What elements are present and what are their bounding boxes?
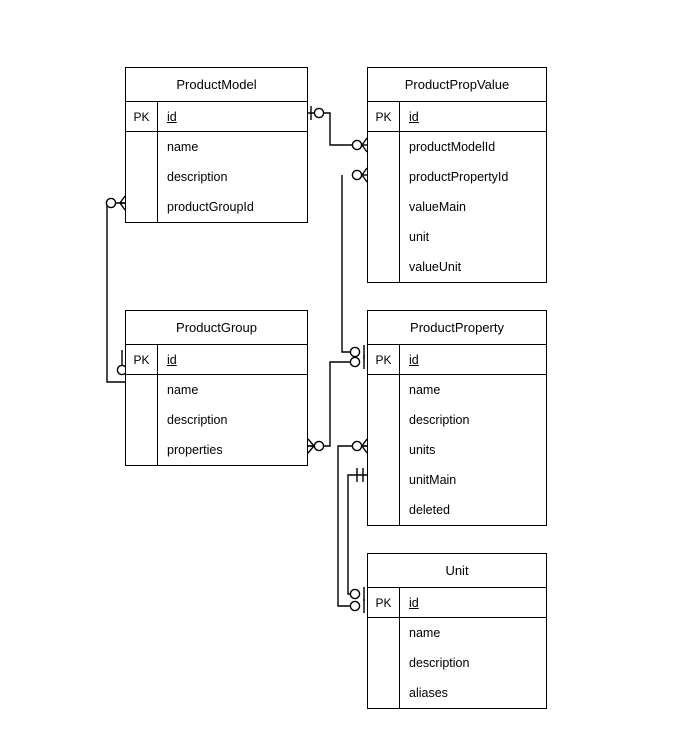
- table-row[interactable]: valueMain: [368, 192, 546, 222]
- row-key-label: PK: [368, 102, 400, 131]
- table-row[interactable]: valueUnit: [368, 252, 546, 282]
- table-row[interactable]: name: [126, 375, 307, 405]
- row-attribute-name: description: [409, 656, 470, 670]
- relationship-property-to-propvalue: [341, 167, 368, 359]
- table-row[interactable]: unitMain: [368, 465, 546, 495]
- row-key-label: [126, 162, 158, 192]
- row-key-label: [368, 678, 400, 708]
- table-row[interactable]: aliases: [368, 678, 546, 708]
- entity-product-group[interactable]: ProductGroup PK id name description prop…: [125, 310, 308, 466]
- row-attribute-name: aliases: [409, 686, 448, 700]
- row-attribute-name: productPropertyId: [409, 170, 509, 184]
- row-key-label: [368, 252, 400, 282]
- row-attribute-name: description: [167, 170, 228, 184]
- table-row[interactable]: PK id: [126, 345, 307, 375]
- row-attribute-name: id: [409, 109, 419, 124]
- row-attribute-name: id: [167, 352, 177, 367]
- row-attribute-name: description: [167, 413, 228, 427]
- row-attribute-name: name: [409, 626, 441, 640]
- entity-title: ProductProperty: [368, 311, 546, 345]
- entity-title: ProductPropValue: [368, 68, 546, 102]
- row-key-label: [368, 405, 400, 435]
- table-row[interactable]: unit: [368, 222, 546, 252]
- table-row[interactable]: name: [368, 618, 546, 648]
- table-row[interactable]: PK id: [368, 588, 546, 618]
- row-attribute-name: valueMain: [409, 200, 466, 214]
- row-key-label: [368, 495, 400, 525]
- row-attribute-name: description: [409, 413, 470, 427]
- entity-title: Unit: [368, 554, 546, 588]
- entity-title: ProductGroup: [126, 311, 307, 345]
- entity-product-prop-value[interactable]: ProductPropValue PK id productModelId pr…: [367, 67, 547, 283]
- row-attribute-name: id: [167, 109, 177, 124]
- row-attribute-name: valueUnit: [409, 260, 462, 274]
- row-attribute-name: name: [167, 383, 199, 397]
- row-attribute-name: name: [409, 383, 441, 397]
- row-attribute-name: deleted: [409, 503, 451, 517]
- table-row[interactable]: description: [368, 648, 546, 678]
- table-row[interactable]: properties: [126, 435, 307, 465]
- row-attribute-name: unit: [409, 230, 430, 244]
- row-attribute-name: units: [409, 443, 436, 457]
- row-key-label: [126, 405, 158, 435]
- table-row[interactable]: description: [126, 405, 307, 435]
- row-key-label: PK: [126, 102, 158, 131]
- row-key-label: PK: [368, 588, 400, 617]
- row-key-label: [126, 192, 158, 222]
- table-row[interactable]: deleted: [368, 495, 546, 525]
- table-row[interactable]: PK id: [126, 102, 307, 132]
- table-row[interactable]: PK id: [368, 102, 546, 132]
- relationship-property-units-to-unit: [337, 438, 368, 613]
- table-row[interactable]: name: [368, 375, 546, 405]
- row-key-label: [368, 435, 400, 465]
- row-key-label: [126, 132, 158, 162]
- row-attribute-name: productModelId: [409, 140, 496, 154]
- row-key-label: [368, 192, 400, 222]
- table-row[interactable]: description: [126, 162, 307, 192]
- row-key-label: [368, 162, 400, 192]
- row-attribute-name: unitMain: [409, 473, 457, 487]
- row-key-label: [368, 375, 400, 405]
- table-row[interactable]: name: [126, 132, 307, 162]
- row-key-label: PK: [368, 345, 400, 374]
- row-key-label: [126, 435, 158, 465]
- table-row[interactable]: productPropertyId: [368, 162, 546, 192]
- table-row[interactable]: PK id: [368, 345, 546, 375]
- table-row[interactable]: productGroupId: [126, 192, 307, 222]
- entity-unit[interactable]: Unit PK id name description aliases: [367, 553, 547, 709]
- relationship-model-to-propvalue: [308, 106, 368, 153]
- row-attribute-name: name: [167, 140, 199, 154]
- entity-title: ProductModel: [126, 68, 307, 102]
- relationship-property-unitmain-to-unit: [347, 468, 367, 601]
- entity-product-model[interactable]: ProductModel PK id name description prod…: [125, 67, 308, 223]
- row-key-label: [368, 132, 400, 162]
- row-key-label: [368, 465, 400, 495]
- row-key-label: PK: [126, 345, 158, 374]
- row-attribute-name: productGroupId: [167, 200, 254, 214]
- relationship-group-to-property: [307, 355, 365, 454]
- row-key-label: [368, 618, 400, 648]
- relationship-model-to-group: [105, 195, 128, 383]
- entity-product-property[interactable]: ProductProperty PK id name description u…: [367, 310, 547, 526]
- row-key-label: [368, 648, 400, 678]
- table-row[interactable]: description: [368, 405, 546, 435]
- row-attribute-name: id: [409, 595, 419, 610]
- table-row[interactable]: units: [368, 435, 546, 465]
- row-attribute-name: id: [409, 352, 419, 367]
- table-row[interactable]: productModelId: [368, 132, 546, 162]
- row-key-label: [126, 375, 158, 405]
- row-key-label: [368, 222, 400, 252]
- row-attribute-name: properties: [167, 443, 223, 457]
